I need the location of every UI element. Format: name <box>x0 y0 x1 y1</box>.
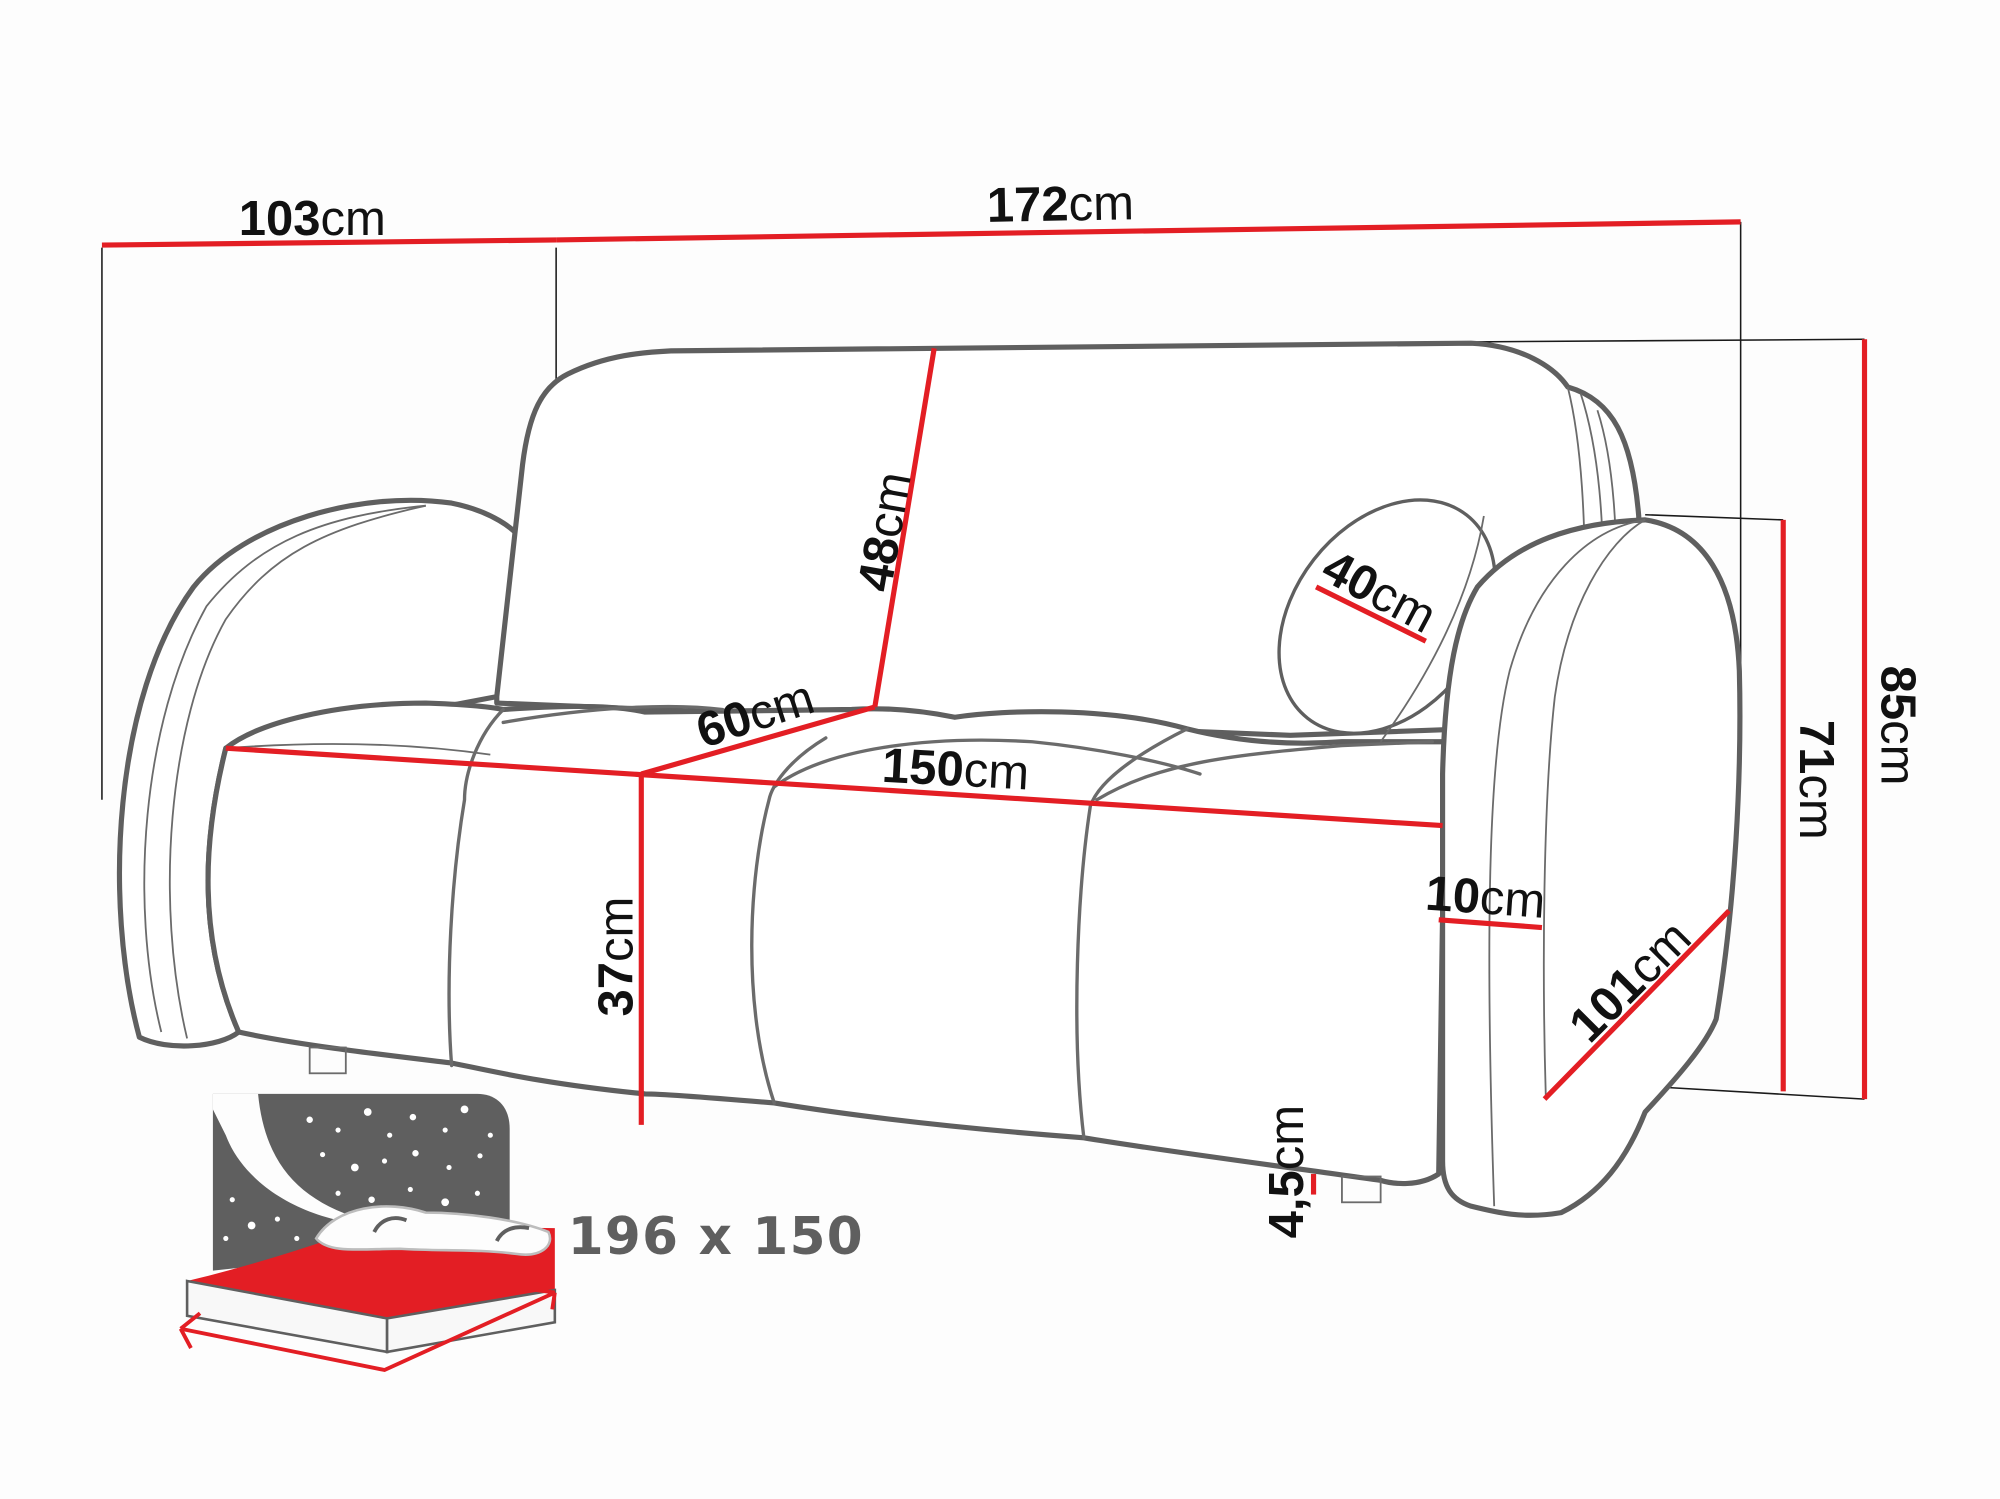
dim-line-40 <box>1314 584 1427 644</box>
dim-line-60 <box>640 704 876 777</box>
dim-line-10 <box>1438 917 1543 931</box>
bed-icon <box>178 1093 557 1373</box>
dim-line-48 <box>872 347 937 708</box>
label-172cm: 172cm <box>986 176 1134 233</box>
sleeping-area-label: 196 x 150 <box>568 1207 864 1267</box>
dim-line-172 <box>556 219 1741 243</box>
dim-line-101 <box>1542 908 1731 1101</box>
right-armrest <box>1440 517 1743 1218</box>
star-icons <box>223 1105 493 1241</box>
label-85cm: 85cm <box>1870 666 1924 786</box>
label-103cm: 103cm <box>239 192 386 246</box>
label-10cm: 10cm <box>1424 867 1547 929</box>
label-71cm: 71cm <box>1789 720 1843 840</box>
label-37cm: 37cm <box>589 897 643 1017</box>
guide-lines <box>101 221 1865 1100</box>
seat-cushions <box>205 700 1448 1204</box>
label-48cm: 48cm <box>848 468 922 595</box>
label-150cm: 150cm <box>881 739 1031 801</box>
dim-line-150 <box>225 745 1443 829</box>
label-4-5cm: 4,5cm <box>1260 1105 1314 1238</box>
dim-line-103 <box>101 237 557 248</box>
dimension-lines <box>101 219 1868 1195</box>
